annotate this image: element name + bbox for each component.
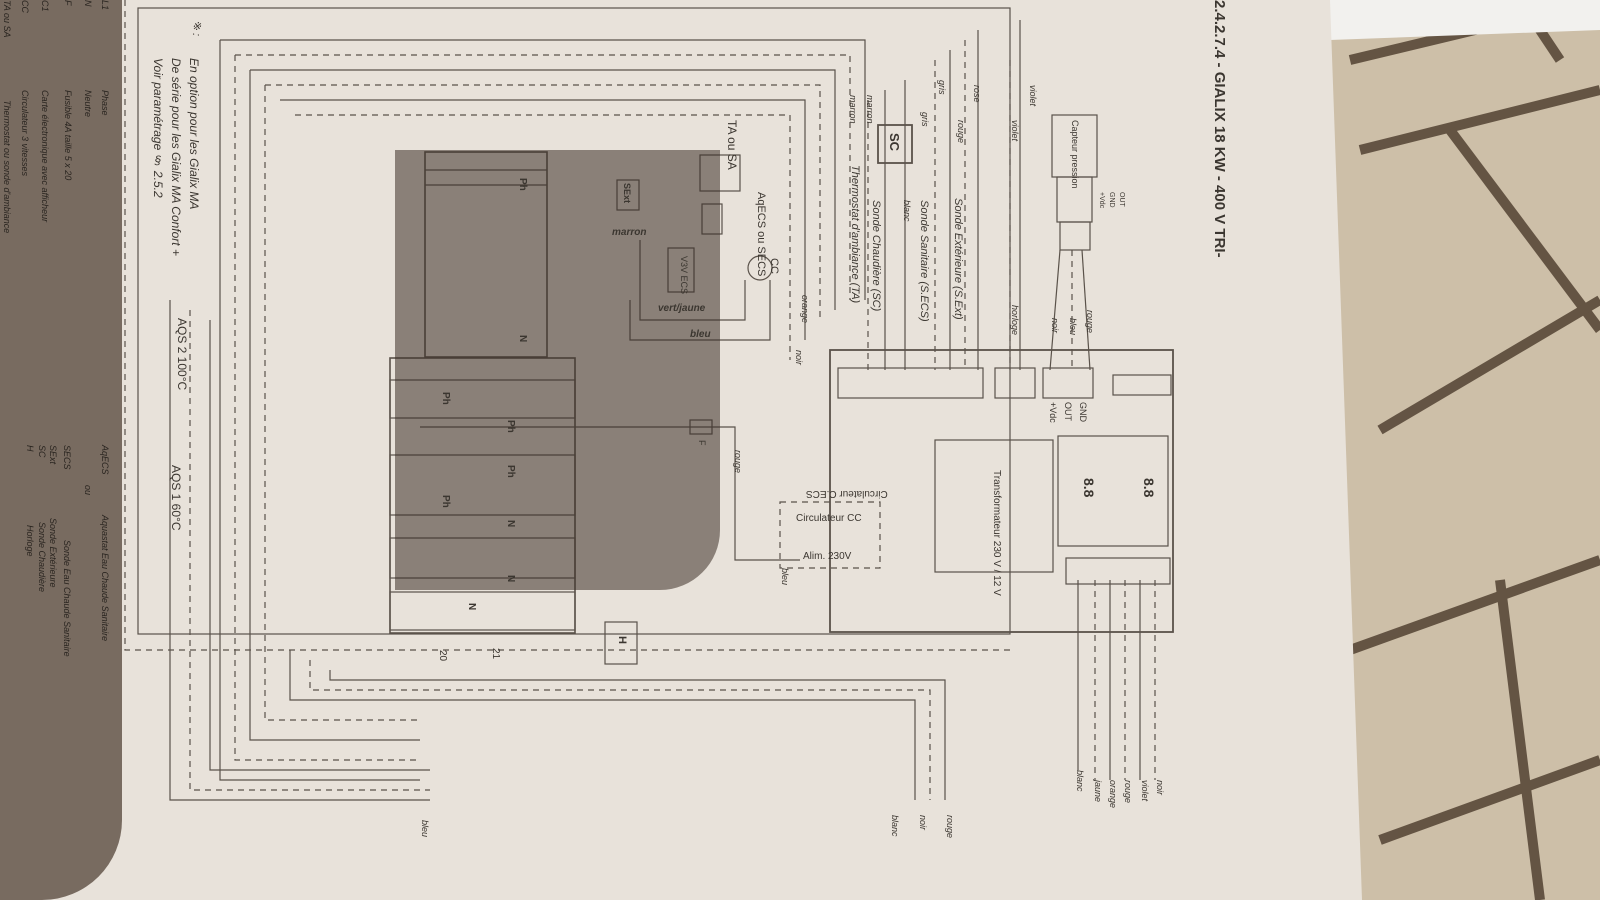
legend-desc: Neutre — [83, 90, 93, 118]
ta-sa-label: TA ou SA — [725, 120, 739, 170]
aqs1-label: AQS 1 60°C — [169, 465, 183, 531]
board-pin-label: +Vdc — [1048, 402, 1058, 423]
circulateur-cc-label: CC — [768, 258, 780, 274]
board-pin-label: GND — [1078, 402, 1088, 422]
label-thermostat: Thermostat d'ambiance (TA) — [849, 165, 861, 304]
note-line: De série pour les Gialix MA Confort + — [169, 58, 183, 256]
label-sonde-sanitaire: Sonde Sanitaire (S.ECS) — [918, 200, 930, 322]
legend-abbr: L1 — [100, 0, 110, 11]
legend-abbr: TA ou SA — [2, 0, 12, 38]
legend-abbr: AqECS — [100, 445, 110, 475]
capteur-pin: +Vdc — [1098, 192, 1105, 209]
wire-label-rouge: rouge — [945, 815, 955, 839]
legend-abbr: ou — [83, 485, 93, 496]
wire-label-gris: gris — [920, 112, 930, 127]
sonde-ext-sext: SExt — [622, 183, 632, 204]
aqecs-secs-label: AqECS ou SECS — [755, 192, 767, 277]
label-circ-ecs: Circulateur C.ECS — [806, 488, 888, 499]
wire-label-orange: orange — [800, 295, 810, 324]
wire-label-rouge: rouge — [733, 450, 743, 474]
note-line: En option pour les Gialix MA — [187, 58, 201, 210]
legend-desc: Thermostat ou sonde d'ambiance — [2, 100, 12, 234]
wire-label-rouge: rouge — [1085, 310, 1095, 334]
wire-label-orange: orange — [1108, 780, 1118, 809]
wire-label-violet: violet — [1140, 780, 1150, 802]
label-circ-cc: Circulateur CC — [796, 513, 862, 524]
wire-label-gris: gris — [937, 80, 947, 95]
contactor-n: N — [505, 575, 516, 583]
wire-label-noir: noir — [918, 815, 928, 831]
legend-desc: Circulateur 3 vitesses — [20, 90, 30, 177]
wire-label-rose: rose — [972, 85, 982, 103]
sonde-chaudiere-sc: SC — [887, 133, 902, 152]
aqs2-label: AQS 2 100°C — [175, 318, 189, 391]
capteur-pin: OUT — [1118, 192, 1125, 207]
wire-label-rouge: rouge — [1123, 780, 1133, 804]
wire-label-noir: noir — [794, 350, 804, 366]
legend-desc: Aquastat Eau Chaude Sanitaire — [100, 515, 110, 642]
wire-label-bleu: bleu — [1068, 318, 1078, 336]
wire-label-vert-jaune: vert/jaune — [658, 303, 706, 314]
terminal-ph: Ph — [517, 178, 528, 191]
wire-label-violet: violet — [1010, 120, 1020, 142]
wire-label-bleu: bleu — [690, 329, 711, 340]
wire-label-jaune: jaune — [1093, 780, 1103, 803]
legend-desc: Phase — [100, 90, 110, 116]
legend-abbr: SC — [37, 445, 47, 458]
contactor-ph: Ph — [440, 392, 451, 405]
capteur-pin: GND — [1108, 192, 1115, 208]
v3v-ecs-label: V3V ECS — [679, 256, 689, 295]
legend-abbr: F — [63, 0, 73, 6]
contactor-n: N — [466, 603, 477, 611]
wire-label-rouge: rouge — [956, 120, 966, 144]
legend-abbr: N — [83, 0, 93, 7]
contactor-n: N — [505, 520, 516, 528]
wire-label-horloge: horloge — [1010, 305, 1020, 336]
note-marker: ※: — [190, 20, 202, 37]
label-sonde-chaudiere: Sonde Chaudière (SC) — [870, 200, 882, 312]
transformer-label: Transformateur 230 V / 12 V — [991, 470, 1002, 596]
legend-abbr: C1 — [40, 0, 50, 12]
legend-abbr: CC — [20, 0, 30, 13]
wire-label-noir: noir — [1050, 318, 1060, 334]
legend-abbr: SECS — [62, 445, 72, 470]
legend-abbr: H — [25, 445, 35, 452]
legend-desc: Carte électronique avec afficheur — [40, 90, 50, 223]
legend-abbr: SExt — [48, 445, 58, 465]
wire-label-blanc: blanc — [890, 815, 900, 837]
board-pin-label: OUT — [1063, 402, 1073, 421]
wire-label-bleu: bleu — [420, 820, 430, 838]
legend-desc: Horloge — [25, 525, 35, 557]
wire-label-marron: marron — [865, 95, 875, 124]
capteur-pression-label: Capteur pression — [1070, 120, 1080, 189]
horloge-h: H — [616, 636, 628, 644]
display-digits: 8.8 — [1081, 478, 1097, 498]
legend-desc: Sonde Extérieure — [48, 518, 58, 588]
contactor-ph: Ph — [505, 465, 516, 478]
contactor-ph: Ph — [440, 495, 451, 508]
label-sonde-ext: Sonde Extérieure (S.Ext) — [952, 198, 964, 320]
wire-label-marron: marron — [612, 227, 647, 238]
label-alim: Alim. 230V — [803, 551, 852, 562]
wire-label-noir: noir — [1155, 780, 1165, 796]
legend-desc: Sonde Eau Chaude Sanitaire — [62, 540, 72, 657]
wire-label-blanc: blanc — [902, 200, 912, 222]
wire-label-blanc: blanc — [1075, 770, 1085, 792]
terminal-n: N — [517, 335, 528, 343]
display-digits: 8.8 — [1141, 478, 1157, 498]
wire-label-marron: marron — [848, 95, 858, 124]
wire-label-violet: violet — [1028, 85, 1038, 107]
wire-label-bleu: bleu — [780, 568, 790, 586]
legend-desc: Sonde Chaudière — [37, 522, 47, 593]
fuse-label: F — [697, 440, 707, 446]
terminal-20: 20 — [437, 650, 448, 662]
legend-panel — [0, 0, 122, 900]
note-line: Voir paramétrage § 2.5.2 — [151, 58, 165, 198]
legend-desc: Fusible 4A taille 5 x 20 — [63, 90, 73, 181]
terminal-21: 21 — [490, 648, 501, 660]
contactor-ph: Ph — [505, 420, 516, 433]
diagram-title: 2.4.2.7.4 - GIALIX 18 KW - 400 V TRI- — [1211, 0, 1228, 258]
